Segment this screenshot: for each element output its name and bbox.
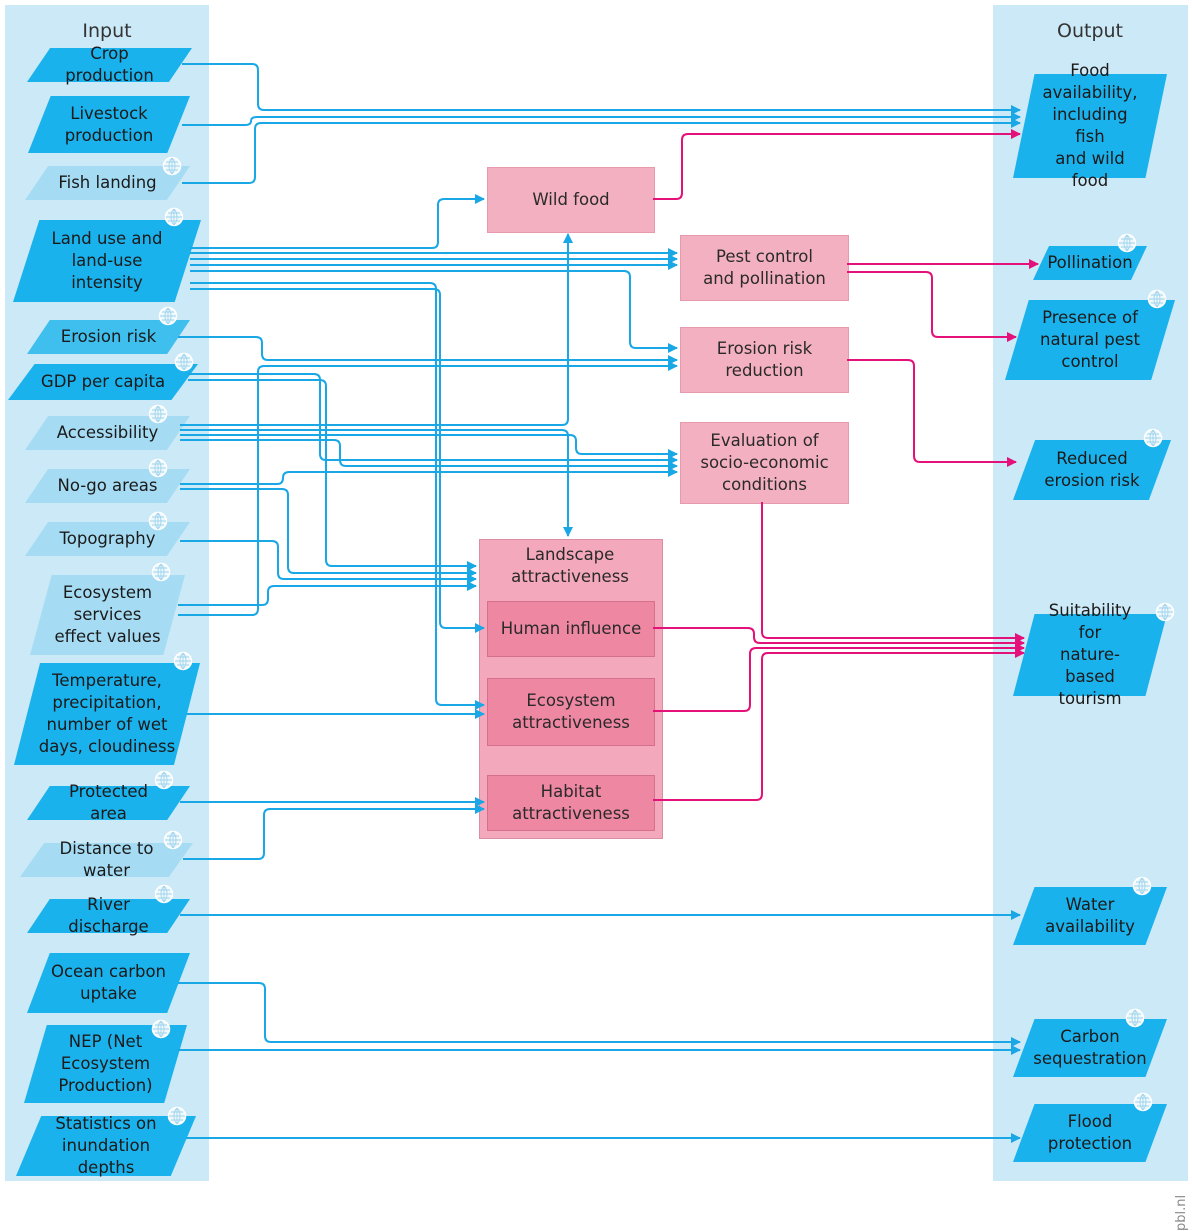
globe-icon bbox=[154, 770, 174, 790]
flow-line bbox=[180, 540, 477, 584]
flow-line bbox=[178, 336, 678, 365]
flow-line bbox=[180, 429, 573, 537]
flow-line bbox=[178, 581, 477, 606]
input-ocean-carbon-uptake: Ocean carbon uptake bbox=[27, 953, 190, 1013]
flow-line bbox=[180, 488, 477, 578]
globe-icon bbox=[173, 651, 193, 671]
flow-line bbox=[190, 288, 485, 633]
flow-line bbox=[847, 271, 1017, 342]
globe-icon bbox=[1133, 1092, 1153, 1112]
globe-icon bbox=[167, 1106, 187, 1126]
flow-line bbox=[178, 982, 1021, 1047]
globe-icon bbox=[164, 207, 184, 227]
landscape-title: Landscape attractiveness bbox=[511, 545, 629, 586]
flow-line bbox=[190, 194, 485, 249]
globe-icon bbox=[1125, 1008, 1145, 1028]
input-crop-production: Crop production bbox=[27, 44, 192, 85]
output-column-title: Output bbox=[1057, 20, 1123, 42]
input-river-discharge: River discharge bbox=[27, 895, 190, 936]
input-climate: Temperature, precipitation, number of we… bbox=[14, 663, 200, 765]
output-water-availability: Water availability bbox=[1013, 887, 1167, 945]
process-pest-control: Pest control and pollination bbox=[680, 235, 849, 301]
flow-line bbox=[761, 502, 1025, 643]
globe-icon bbox=[158, 306, 178, 326]
globe-icon bbox=[1147, 289, 1167, 309]
globe-icon bbox=[162, 156, 182, 176]
process-habitat-attractiveness: Habitat attractiveness bbox=[487, 775, 655, 831]
input-fish-landing: Fish landing bbox=[25, 166, 190, 200]
globe-icon bbox=[148, 458, 168, 478]
globe-icon bbox=[151, 1019, 171, 1039]
flow-line bbox=[182, 63, 1021, 115]
input-erosion-risk: Erosion risk bbox=[27, 320, 190, 354]
flow-line bbox=[190, 282, 485, 710]
flow-line bbox=[180, 439, 678, 471]
input-land-use: Land use and land-use intensity bbox=[13, 220, 201, 302]
process-ecosystem-attractiveness: Ecosystem attractiveness bbox=[487, 678, 655, 746]
globe-icon bbox=[174, 352, 194, 372]
flow-line bbox=[180, 467, 678, 485]
input-distance-to-water: Distance to water bbox=[20, 839, 193, 880]
output-food-availability: Food availability, including fish and wi… bbox=[1013, 61, 1167, 190]
input-ecosystem-services: Ecosystem services effect values bbox=[30, 575, 185, 655]
input-topography: Topography bbox=[25, 522, 190, 556]
globe-icon bbox=[148, 511, 168, 531]
globe-icon bbox=[1117, 233, 1137, 253]
output-carbon-sequestration: Carbon sequestration bbox=[1013, 1019, 1167, 1077]
input-livestock-production: Livestock production bbox=[28, 96, 190, 153]
process-human-influence: Human influence bbox=[487, 601, 655, 657]
flow-line bbox=[653, 627, 1025, 648]
output-column bbox=[993, 5, 1188, 1181]
diagram: Input Output Crop production Livestock p… bbox=[5, 5, 1189, 1231]
output-natural-pest-control: Presence of natural pest control bbox=[1005, 300, 1175, 380]
globe-icon bbox=[1155, 602, 1175, 622]
flow-line bbox=[847, 359, 1017, 467]
input-column-title: Input bbox=[82, 20, 132, 42]
process-socio-economic: Evaluation of socio-economic conditions bbox=[680, 422, 849, 504]
flow-line bbox=[180, 434, 678, 459]
input-inundation-statistics: Statistics on inundation depths bbox=[16, 1114, 196, 1177]
globe-icon bbox=[1143, 428, 1163, 448]
flow-line bbox=[188, 379, 477, 571]
output-reduced-erosion-risk: Reduced erosion risk bbox=[1013, 440, 1171, 500]
flow-line bbox=[180, 233, 573, 426]
process-erosion-reduction: Erosion risk reduction bbox=[680, 327, 849, 393]
flow-line bbox=[653, 129, 1021, 200]
flow-line bbox=[183, 804, 485, 860]
flow-line bbox=[653, 648, 1025, 801]
globe-icon bbox=[154, 884, 174, 904]
globe-icon bbox=[148, 404, 168, 424]
source-credit: pbl.nl bbox=[1174, 1194, 1189, 1231]
flow-line bbox=[188, 373, 678, 465]
input-gdp-per-capita: GDP per capita bbox=[8, 364, 198, 400]
globe-icon bbox=[151, 562, 171, 582]
flow-line bbox=[653, 643, 1025, 712]
flow-line bbox=[182, 112, 1021, 126]
input-protected-area: Protected area bbox=[27, 782, 190, 823]
flow-line bbox=[190, 270, 678, 353]
process-wild-food: Wild food bbox=[487, 167, 655, 233]
input-accessibility: Accessibility bbox=[25, 416, 190, 450]
globe-icon bbox=[163, 830, 183, 850]
output-nature-tourism: Suitability for nature-based tourism bbox=[1013, 601, 1167, 708]
globe-icon bbox=[1132, 876, 1152, 896]
output-flood-protection: Flood protection bbox=[1013, 1104, 1167, 1162]
